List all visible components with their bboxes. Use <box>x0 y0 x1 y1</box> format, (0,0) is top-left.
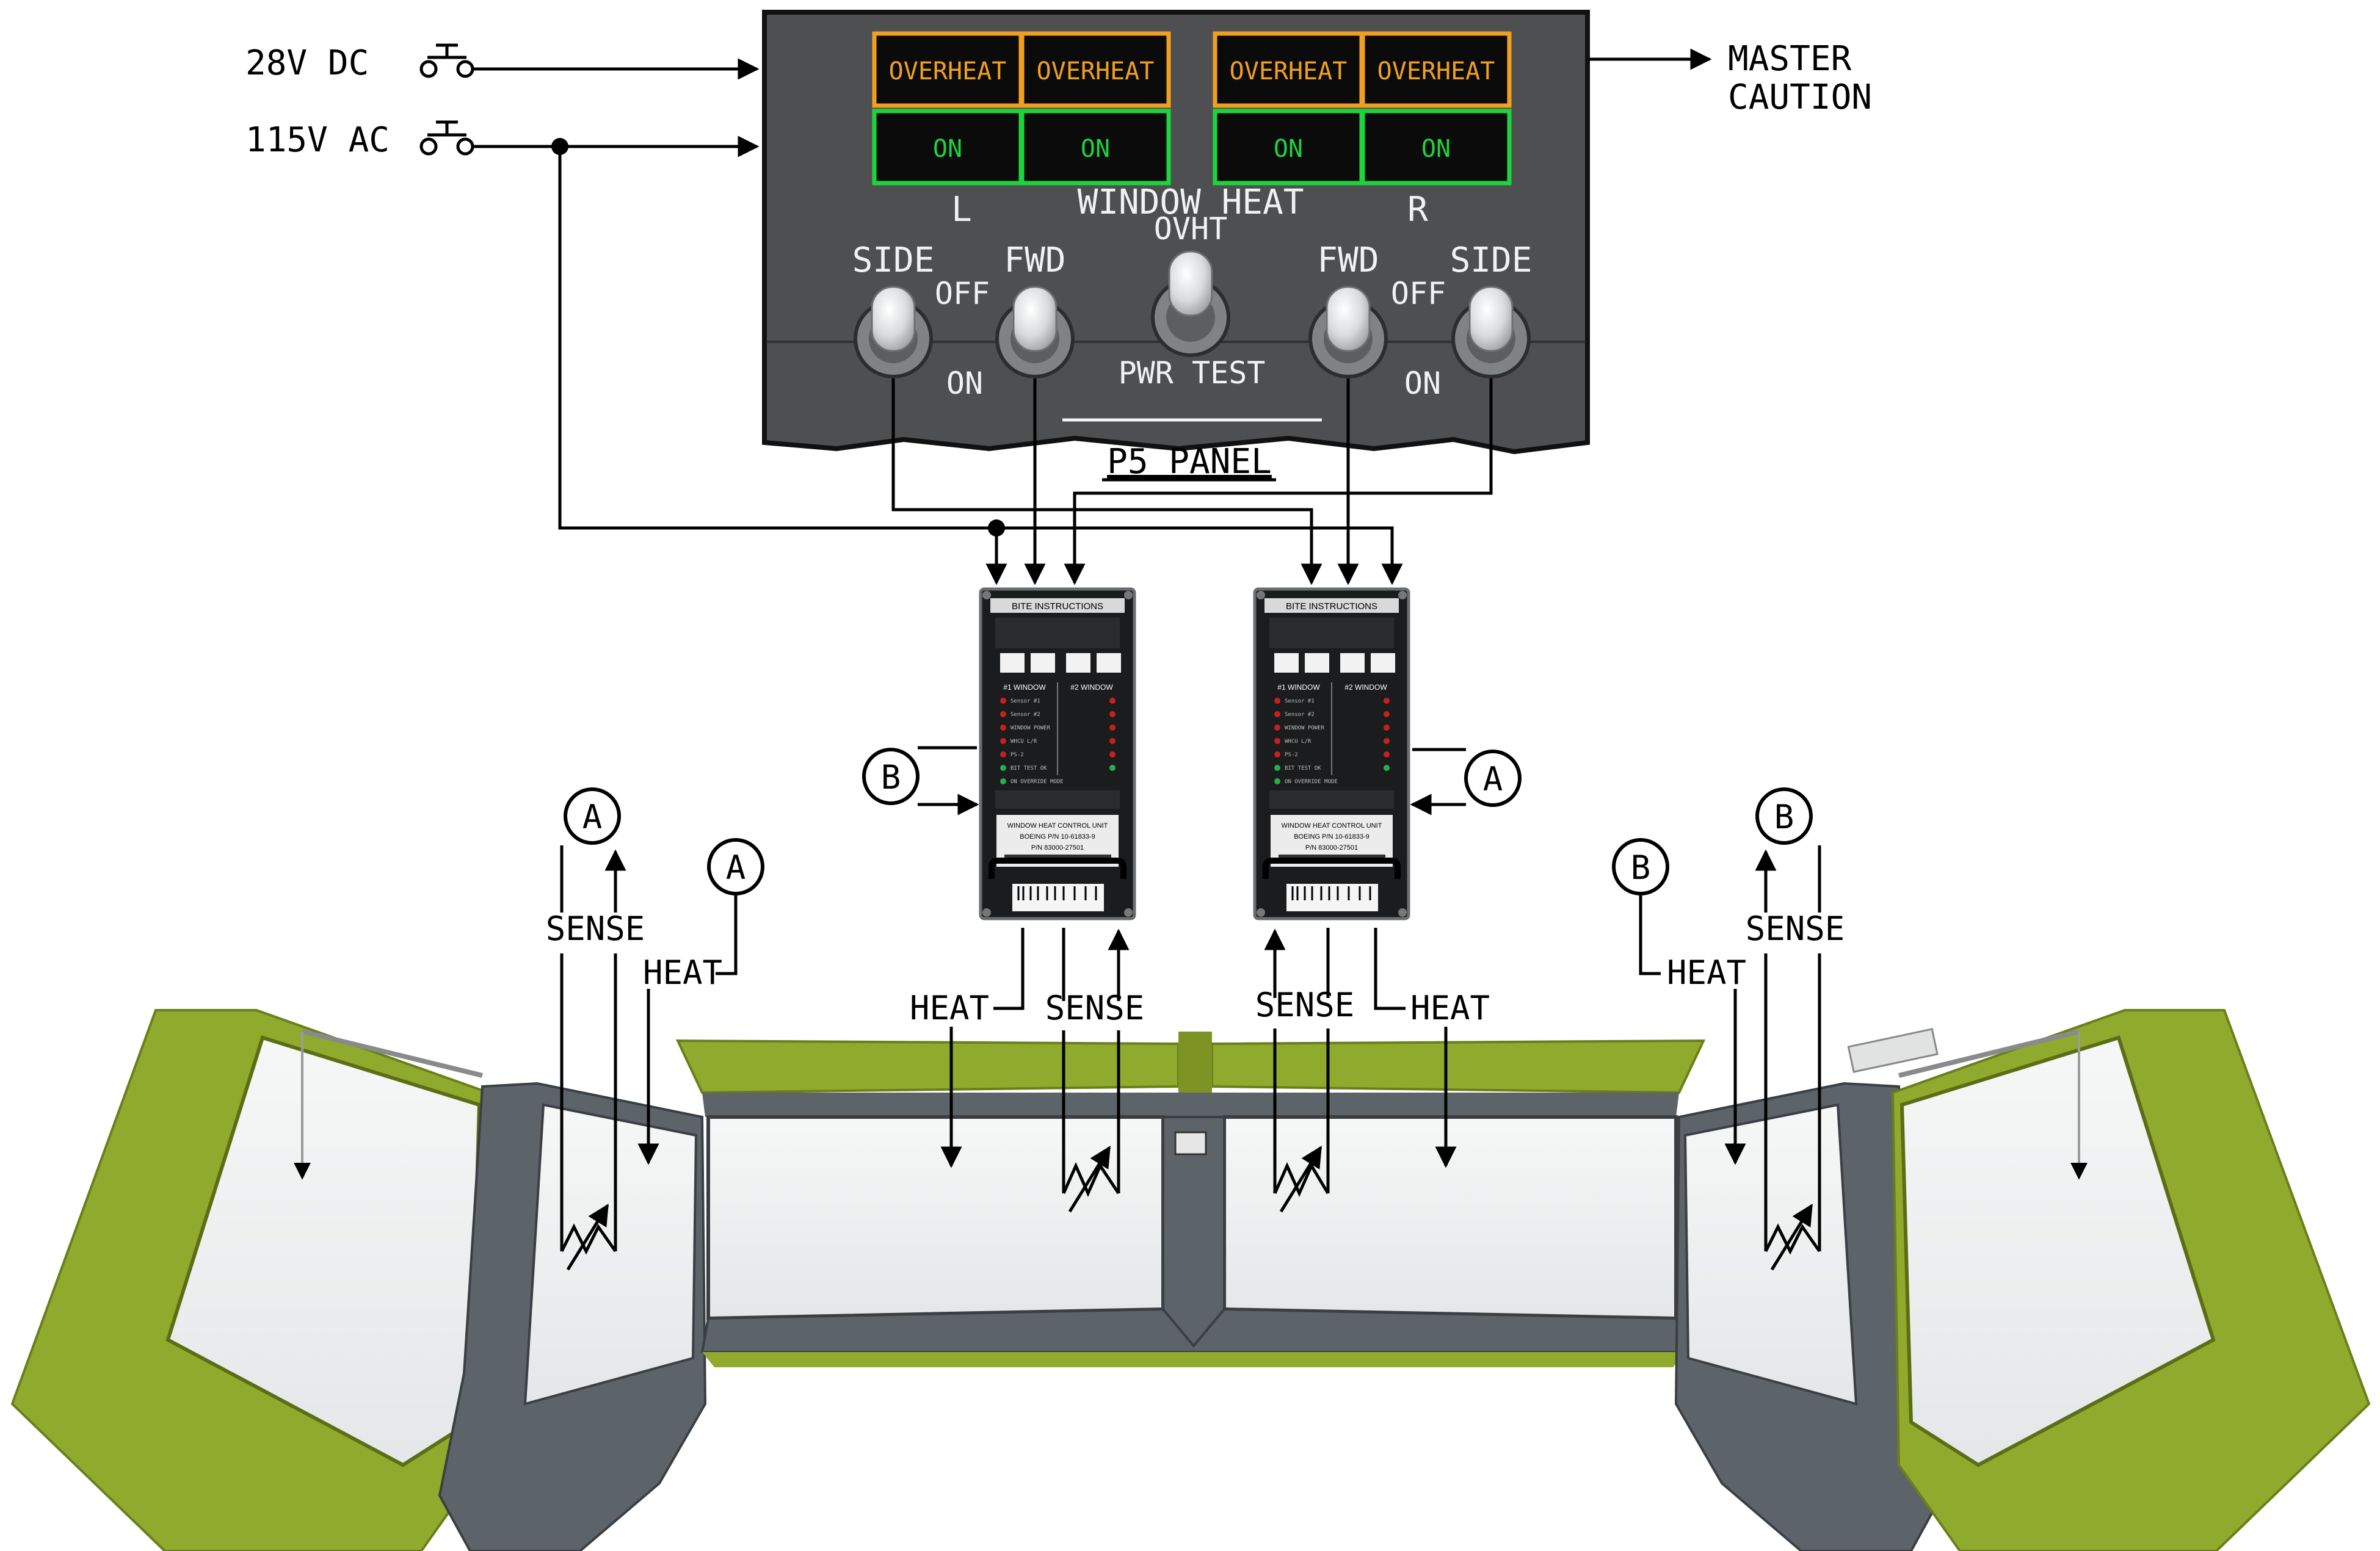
ac-left-junction-dot <box>988 519 1005 537</box>
heat-label-left: HEAT <box>643 953 722 992</box>
fwd-right-label: FWD <box>1317 240 1379 280</box>
controller-left: BITE INSTRUCTIONS #1 WINDOW #2 WINDOW Se… <box>981 589 1134 919</box>
overheat-light-2: OVERHEAT <box>1022 34 1169 106</box>
on-right-label: ON <box>1404 366 1441 401</box>
right-fwd-glass-side <box>1685 1105 1856 1404</box>
top-beam <box>678 1041 1178 1093</box>
off-left-label: OFF <box>935 276 990 311</box>
on-left-label: ON <box>946 366 983 401</box>
svg-text:OVERHEAT: OVERHEAT <box>1377 57 1495 85</box>
svg-text:A: A <box>726 848 746 887</box>
p5-panel: OVERHEAT OVERHEAT OVERHEAT OVERHEAT ON O… <box>764 12 1587 452</box>
svg-text:#1 WINDOW: #1 WINDOW <box>1277 683 1320 692</box>
svg-text:WINDOW HEAT CONTROL UNIT: WINDOW HEAT CONTROL UNIT <box>1282 822 1382 830</box>
fwd-left-label: FWD <box>1004 240 1065 280</box>
on-light-2: ON <box>1022 111 1169 183</box>
heat-label-center-right: HEAT <box>1410 989 1490 1027</box>
svg-text:PS-2: PS-2 <box>1010 752 1024 758</box>
svg-text:ON OVERRIDE MODE: ON OVERRIDE MODE <box>1010 779 1064 785</box>
cockpit-frame <box>12 1010 2369 1551</box>
master-caution-label-2: CAUTION <box>1728 78 1872 117</box>
panel-left-label: L <box>951 190 972 230</box>
svg-text:#2 WINDOW: #2 WINDOW <box>1344 683 1387 692</box>
overheat-light-4: OVERHEAT <box>1363 34 1509 106</box>
sense-label-left: SENSE <box>546 909 645 948</box>
panel-right-label: R <box>1407 190 1428 230</box>
dc-switch-icon <box>421 45 473 76</box>
svg-text:B: B <box>1774 798 1794 836</box>
overheat-light-1: OVERHEAT <box>874 34 1021 106</box>
svg-text:#1 WINDOW: #1 WINDOW <box>1003 683 1046 692</box>
svg-text:WINDOW POWER: WINDOW POWER <box>1285 725 1325 731</box>
pwr-test-label: PWR TEST <box>1119 355 1266 391</box>
svg-text:OVERHEAT: OVERHEAT <box>1230 57 1348 85</box>
controller-right-header: BITE INSTRUCTIONS <box>1286 601 1377 612</box>
svg-text:A: A <box>582 798 603 836</box>
controller-left-header: BITE INSTRUCTIONS <box>1012 601 1103 612</box>
svg-text:WHCU L/R: WHCU L/R <box>1010 739 1037 745</box>
svg-text:WINDOW POWER: WINDOW POWER <box>1010 725 1051 731</box>
top-beam-right <box>1212 1041 1703 1093</box>
dc-power-label: 28V DC <box>245 43 369 83</box>
svg-text:BOEING P/N 10-61833-9: BOEING P/N 10-61833-9 <box>1294 833 1370 841</box>
svg-text:ON: ON <box>1274 135 1303 163</box>
svg-text:A: A <box>1483 760 1503 798</box>
svg-text:OVERHEAT: OVERHEAT <box>1037 57 1155 85</box>
controller-right: BITE INSTRUCTIONS #1 WINDOW #2 WINDOW Se… <box>1255 589 1409 919</box>
svg-text:Sensor #1: Sensor #1 <box>1010 698 1040 704</box>
right-windshield <box>1224 1117 1676 1318</box>
ac-power-label: 115V AC <box>245 120 390 160</box>
svg-text:OVERHEAT: OVERHEAT <box>889 57 1007 85</box>
ovht-label: OVHT <box>1154 211 1227 247</box>
svg-text:WHCU L/R: WHCU L/R <box>1285 739 1312 745</box>
svg-text:Sensor #2: Sensor #2 <box>1285 712 1315 718</box>
sense-label-center-left: SENSE <box>1045 989 1145 1027</box>
left-fwd-glass-side <box>525 1105 696 1404</box>
svg-text:B: B <box>881 758 901 797</box>
on-light-3: ON <box>1215 111 1362 183</box>
controller-right-callout-a: A <box>1412 750 1520 805</box>
heat-label-center-left: HEAT <box>910 989 989 1027</box>
side-right-label: SIDE <box>1450 240 1533 280</box>
sense-label-center-right: SENSE <box>1255 986 1355 1024</box>
svg-text:P/N 83000-27501: P/N 83000-27501 <box>1031 844 1084 851</box>
svg-text:B: B <box>1631 848 1651 887</box>
svg-text:Sensor #1: Sensor #1 <box>1285 698 1315 704</box>
svg-text:ON: ON <box>1421 135 1451 163</box>
p5-panel-name: P5 PANEL <box>1107 442 1272 482</box>
svg-text:PS-2: PS-2 <box>1285 752 1298 758</box>
svg-text:ON: ON <box>933 135 962 163</box>
ac-switch-icon <box>421 122 473 154</box>
on-light-1: ON <box>874 111 1021 183</box>
svg-text:WINDOW HEAT CONTROL UNIT: WINDOW HEAT CONTROL UNIT <box>1007 822 1108 830</box>
heat-label-right: HEAT <box>1667 953 1746 992</box>
svg-text:BIT TEST OK: BIT TEST OK <box>1010 765 1047 772</box>
master-caution-label: MASTER <box>1728 39 1852 79</box>
svg-text:BOEING P/N 10-61833-9: BOEING P/N 10-61833-9 <box>1020 833 1095 841</box>
svg-text:P/N 83000-27501: P/N 83000-27501 <box>1305 844 1358 851</box>
svg-text:ON OVERRIDE MODE: ON OVERRIDE MODE <box>1285 779 1338 785</box>
sense-label-right: SENSE <box>1746 909 1845 948</box>
svg-text:#2 WINDOW: #2 WINDOW <box>1070 683 1113 692</box>
off-right-label: OFF <box>1391 276 1446 311</box>
svg-text:BIT TEST OK: BIT TEST OK <box>1285 765 1321 772</box>
side-left-label: SIDE <box>852 240 935 280</box>
svg-text:Sensor #2: Sensor #2 <box>1010 712 1040 718</box>
controller-left-callout-b: B <box>864 748 977 804</box>
left-windshield <box>708 1117 1163 1318</box>
svg-text:ON: ON <box>1081 135 1110 163</box>
overheat-light-3: OVERHEAT <box>1215 34 1362 106</box>
on-light-4: ON <box>1363 111 1509 183</box>
